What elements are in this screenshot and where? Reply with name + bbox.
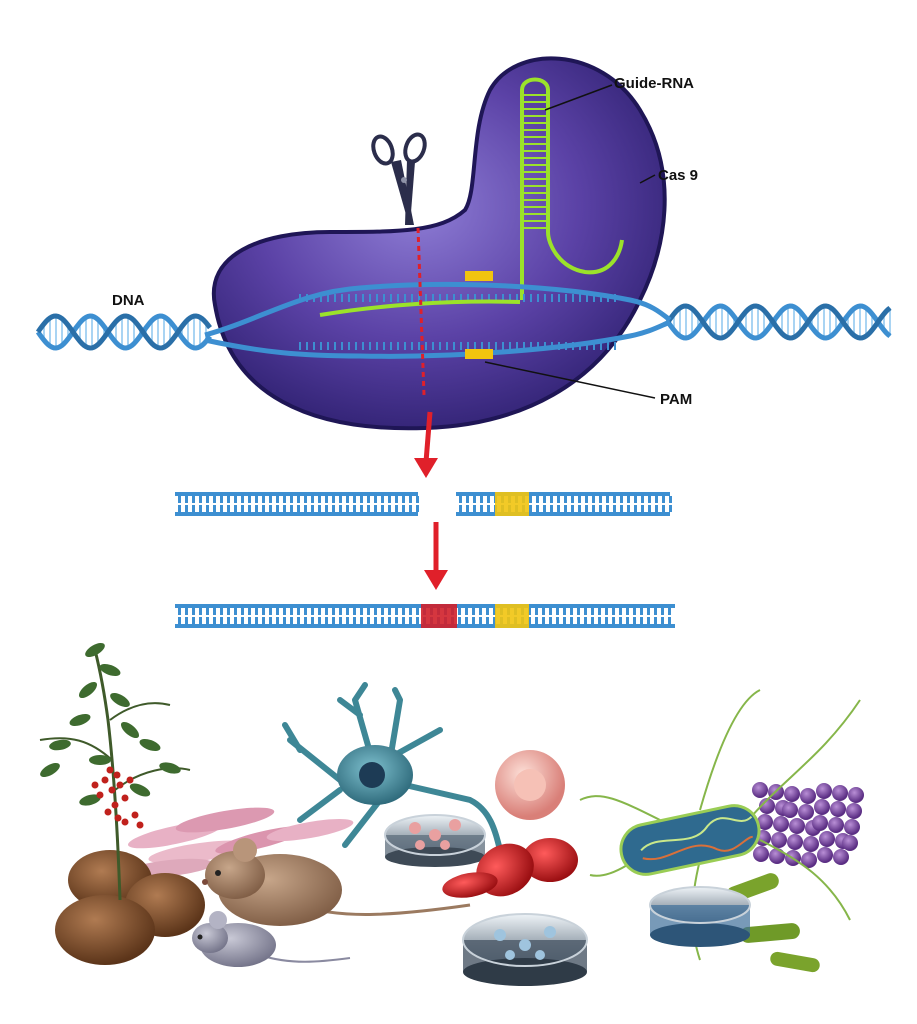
dna-double-helix xyxy=(35,281,892,359)
pam-top-highlight xyxy=(465,271,493,281)
cut-dna-right-fragment xyxy=(456,492,672,516)
label-dna: DNA xyxy=(112,292,145,309)
pam-repaired-highlight xyxy=(495,604,529,628)
cas9-leader xyxy=(639,174,656,184)
potatoes xyxy=(55,850,205,965)
plant xyxy=(39,643,191,901)
pam-leader xyxy=(484,361,656,399)
mouse xyxy=(202,838,471,926)
inserted-sequence-highlight xyxy=(421,604,457,628)
cas9-protein xyxy=(211,56,667,431)
arrow-down-icon xyxy=(424,522,448,590)
label-cas9: Cas 9 xyxy=(658,167,698,184)
cut-line xyxy=(416,227,426,396)
label-pam: PAM xyxy=(660,391,692,408)
scissors-icon xyxy=(371,132,427,225)
blood-cells xyxy=(442,750,578,898)
bacteria xyxy=(579,689,861,973)
petri-dish xyxy=(462,913,588,986)
petri-dish xyxy=(649,886,751,947)
guide-rna-leader xyxy=(544,84,613,111)
neuron xyxy=(282,682,503,853)
guide-rna-hairpin xyxy=(520,77,624,300)
mouse xyxy=(192,911,351,967)
petri-dish xyxy=(384,814,486,867)
pam-bottom-highlight xyxy=(465,349,493,359)
arrow-down-icon xyxy=(414,411,438,478)
cut-dna-left-fragment xyxy=(175,492,419,516)
label-guide-rna: Guide-RNA xyxy=(614,75,694,92)
pam-cut-highlight xyxy=(495,492,529,516)
yeast-cells xyxy=(752,782,864,868)
